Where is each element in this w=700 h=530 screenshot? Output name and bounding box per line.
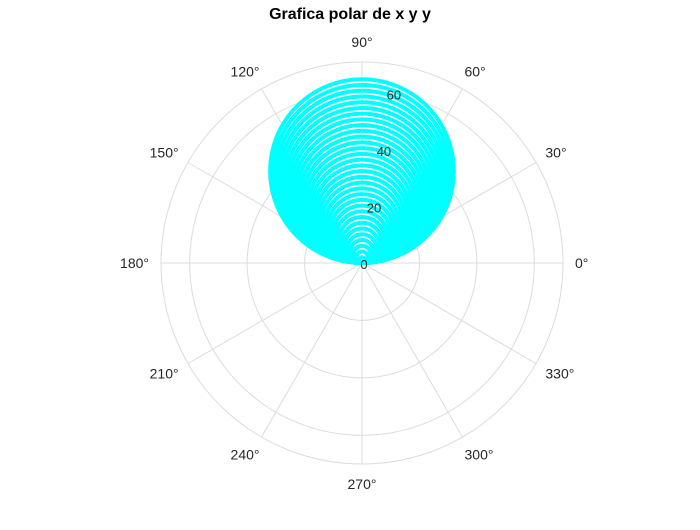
- theta-tick-label-150: 150°: [150, 145, 179, 161]
- series-circles: [268, 77, 456, 266]
- theta-tick-label-240: 240°: [231, 446, 260, 462]
- grid-spoke-240: [261, 262, 363, 438]
- grid-spoke-330: [361, 262, 537, 364]
- chart-title: Grafica polar de x y y: [269, 6, 431, 23]
- theta-tick-label-30: 30°: [545, 145, 566, 161]
- theta-tick-label-60: 60°: [465, 64, 486, 80]
- polar-grid: [160, 61, 564, 465]
- tick-labels: 0° 30° 60° 90° 120° 150° 180° 210° 240° 270° 300° 3…: [120, 34, 588, 492]
- theta-tick-label-330: 330°: [545, 366, 574, 382]
- theta-tick-label-0: 0°: [575, 255, 588, 271]
- grid-spoke-300: [361, 262, 463, 438]
- r-tick-label-60: 60: [387, 87, 401, 102]
- grid-spoke-210: [187, 262, 363, 364]
- theta-tick-label-180: 180°: [120, 255, 149, 271]
- theta-tick-label-90: 90°: [351, 34, 372, 50]
- theta-tick-label-210: 210°: [150, 366, 179, 382]
- theta-tick-label-120: 120°: [231, 64, 260, 80]
- r-tick-label-40: 40: [377, 144, 391, 159]
- theta-tick-label-300: 300°: [465, 446, 494, 462]
- series-circle-d64: [268, 77, 456, 265]
- theta-tick-label-270: 270°: [348, 476, 377, 492]
- r-tick-label-20: 20: [367, 200, 381, 215]
- r-tick-label-0: 0: [360, 257, 367, 272]
